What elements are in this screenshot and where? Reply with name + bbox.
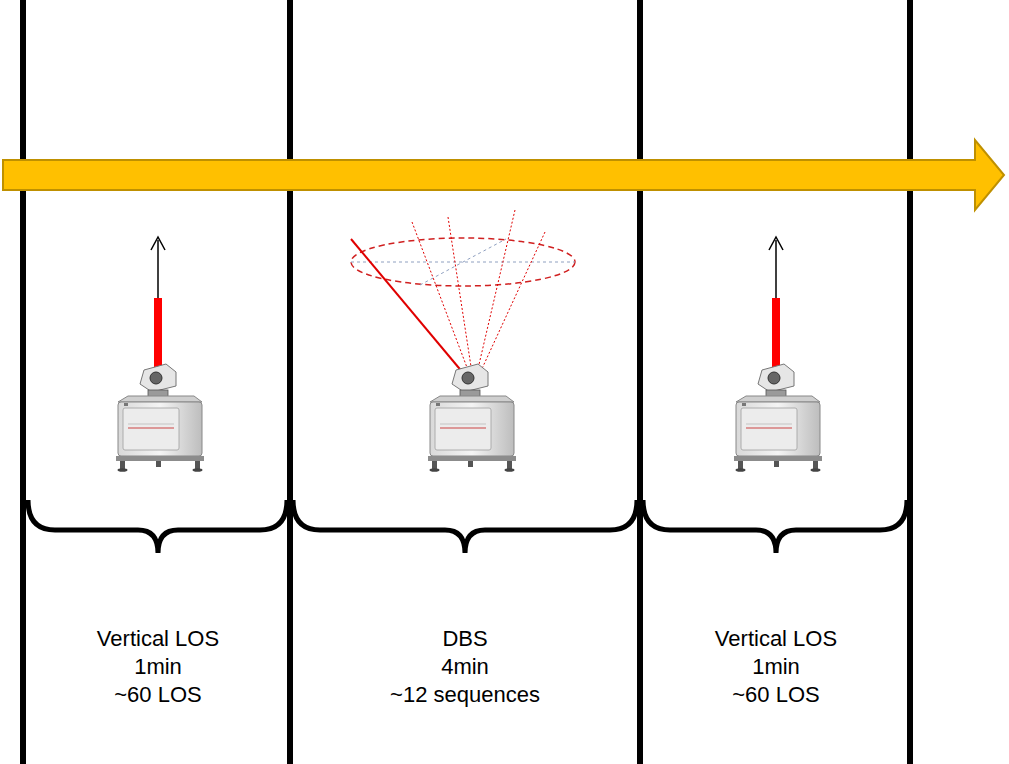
step-label: Vertical LOS <box>97 626 219 652</box>
step-label: ~12 sequences <box>390 682 540 708</box>
step-label: 1min <box>134 654 182 680</box>
step-label: 1min <box>752 654 800 680</box>
step-label: DBS <box>442 626 487 652</box>
step-label: 4min <box>441 654 489 680</box>
step-label: ~60 LOS <box>732 682 819 708</box>
step-label: ~60 LOS <box>114 682 201 708</box>
step-label: Vertical LOS <box>715 626 837 652</box>
